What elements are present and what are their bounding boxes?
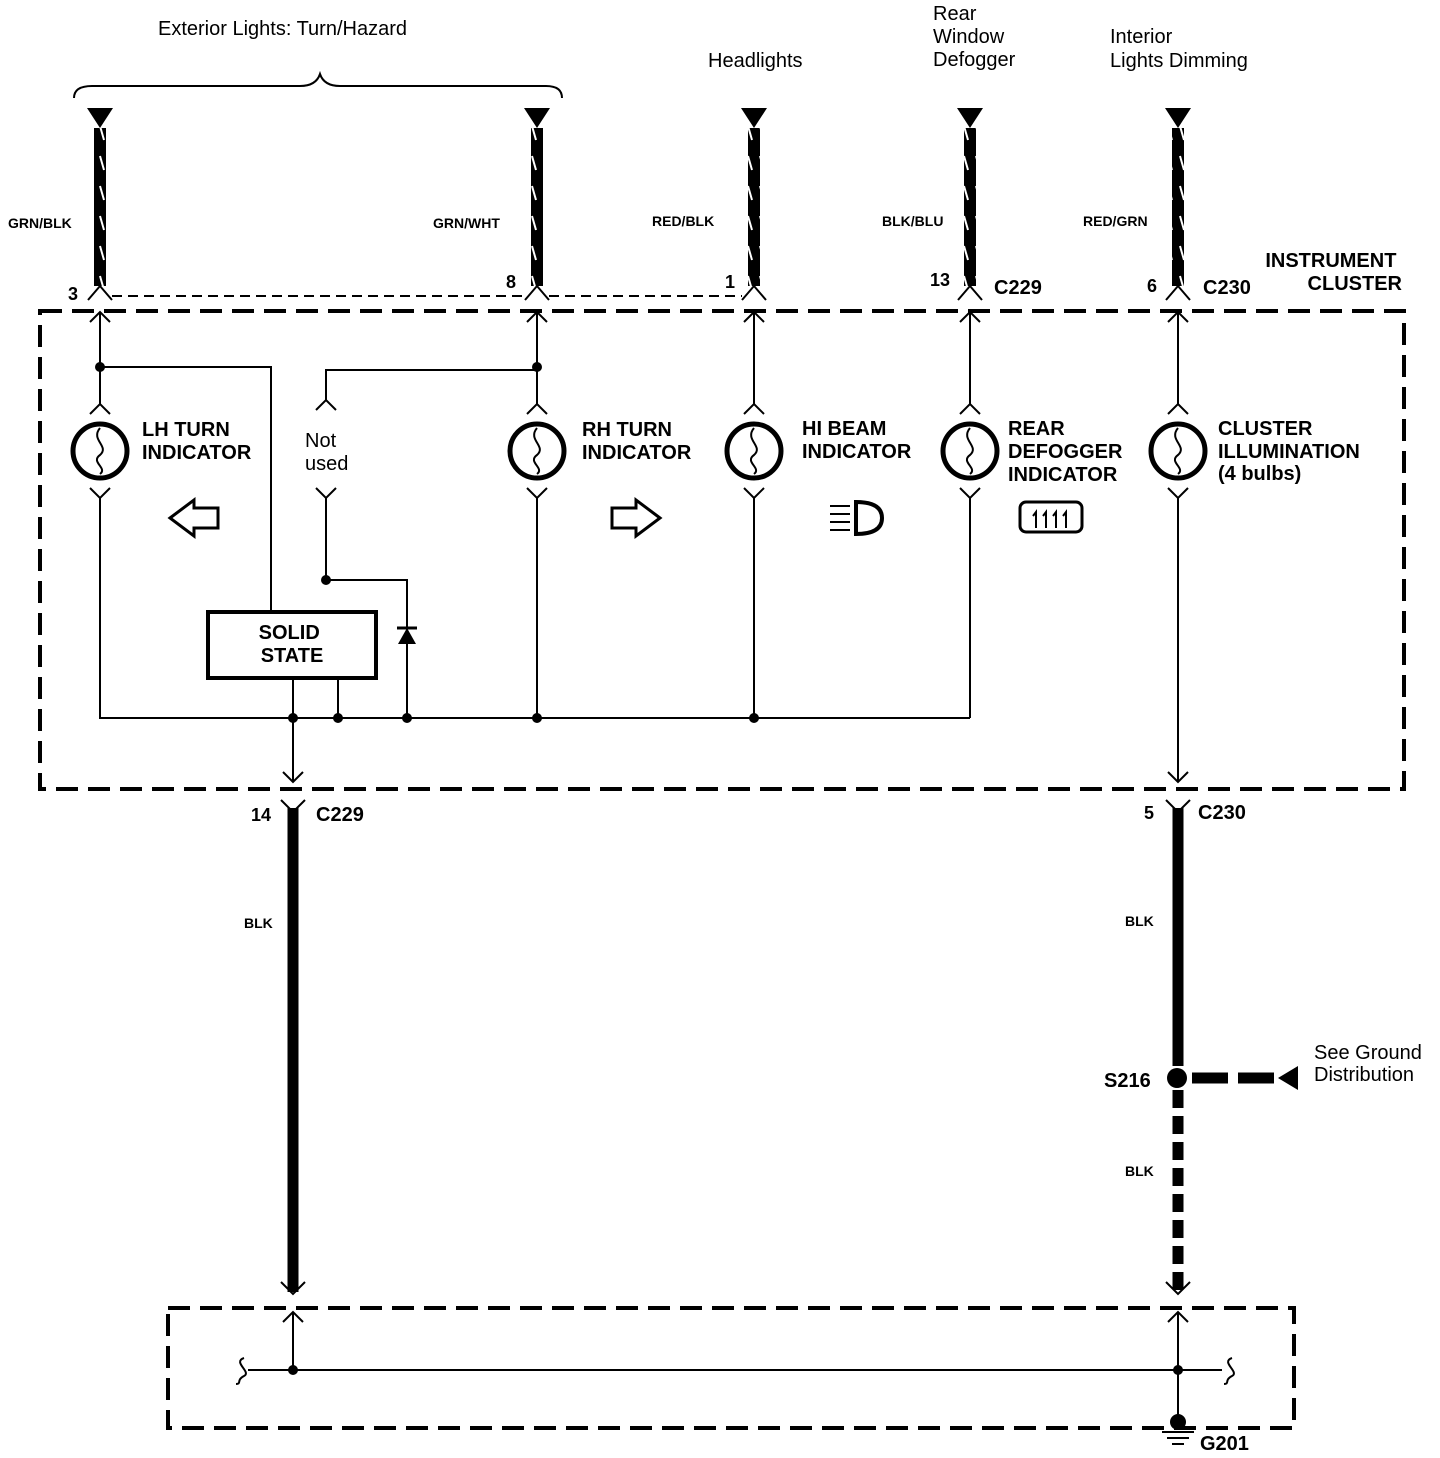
feed-group-brace bbox=[73, 70, 563, 99]
feed-wire-8 bbox=[524, 108, 550, 286]
pin-number: 13 bbox=[930, 270, 950, 290]
rear-defogger-icon bbox=[1018, 500, 1084, 534]
ground-distribution-label: See Ground Distribution bbox=[1314, 1042, 1427, 1086]
ground-icon bbox=[1162, 1414, 1194, 1445]
feed-arrow-icon bbox=[1165, 108, 1191, 128]
wire-color-label: BLK bbox=[1125, 913, 1154, 929]
pin-number: 5 bbox=[1144, 803, 1154, 823]
cluster-illumination-label: CLUSTER ILLUMINATION (4 bulbs) bbox=[1218, 418, 1365, 485]
wire-color-label: RED/GRN bbox=[1083, 213, 1148, 229]
connector-id: C230 bbox=[1198, 802, 1246, 824]
wire-color-label: RED/BLK bbox=[652, 213, 714, 229]
feed-label-rear-window-defogger: Rear Window Defogger bbox=[933, 3, 1016, 71]
solid-state-label: SOLID STATE bbox=[259, 622, 326, 667]
feed-wire-1 bbox=[741, 108, 767, 286]
pin-number: 1 bbox=[725, 272, 735, 292]
feed-label-headlights: Headlights bbox=[708, 50, 803, 72]
connector-id: C229 bbox=[994, 277, 1042, 299]
rh-turn-indicator-label: RH TURN INDICATOR bbox=[582, 419, 692, 464]
splice-label: S216 bbox=[1104, 1070, 1151, 1092]
feed-wire-3 bbox=[87, 108, 113, 286]
feed-arrow-icon bbox=[524, 108, 550, 128]
splice-s216 bbox=[1167, 1068, 1187, 1088]
hi-beam-bulb-icon bbox=[724, 421, 784, 481]
pin-number: 14 bbox=[251, 805, 271, 825]
instrument-cluster-box bbox=[38, 309, 1406, 791]
ground-id: G201 bbox=[1200, 1433, 1249, 1455]
feed-label-interior-lights-dimming: Interior Lights Dimming bbox=[1110, 26, 1248, 72]
wire-color-label: GRN/WHT bbox=[433, 215, 500, 231]
wire-color-label: BLK bbox=[1125, 1163, 1154, 1179]
ground-ref-arrow-icon bbox=[1278, 1066, 1298, 1090]
feed-arrow-icon bbox=[87, 108, 113, 128]
not-used-label: Not used bbox=[305, 430, 348, 475]
feed-wire-6 bbox=[1165, 108, 1191, 286]
lh-turn-indicator-label: LH TURN INDICATOR bbox=[142, 419, 252, 464]
module-title: INSTRUMENT CLUSTER bbox=[1265, 250, 1402, 295]
connector-id: C229 bbox=[316, 804, 364, 826]
feed-wire-13 bbox=[957, 108, 983, 286]
pin-number: 8 bbox=[506, 272, 516, 292]
right-arrow-icon bbox=[610, 497, 663, 539]
rh-turn-bulb-icon bbox=[507, 421, 567, 481]
ground-bus-box bbox=[166, 1306, 1296, 1430]
feed-label-exterior-lights: Exterior Lights: Turn/Hazard bbox=[158, 18, 407, 40]
solid-state-module bbox=[206, 610, 378, 680]
feed-arrow-icon bbox=[957, 108, 983, 128]
connector-id: C230 bbox=[1203, 277, 1251, 299]
left-arrow-icon bbox=[167, 497, 220, 539]
headlight-icon bbox=[830, 499, 885, 537]
rear-defogger-indicator-label: REAR DEFOGGER INDICATOR bbox=[1008, 418, 1128, 486]
lh-turn-bulb-icon bbox=[70, 421, 130, 481]
pin-number: 3 bbox=[68, 284, 78, 304]
pin-number: 6 bbox=[1147, 276, 1157, 296]
wire-color-label: BLK/BLU bbox=[882, 213, 943, 229]
wire-color-label: BLK bbox=[244, 915, 273, 931]
cluster-illumination-bulb-icon bbox=[1148, 421, 1208, 481]
wire-color-label: GRN/BLK bbox=[8, 215, 72, 231]
hi-beam-indicator-label: HI BEAM INDICATOR bbox=[802, 418, 912, 463]
diode-icon bbox=[398, 628, 416, 644]
rear-defogger-bulb-icon bbox=[940, 421, 1000, 481]
feed-arrow-icon bbox=[741, 108, 767, 128]
